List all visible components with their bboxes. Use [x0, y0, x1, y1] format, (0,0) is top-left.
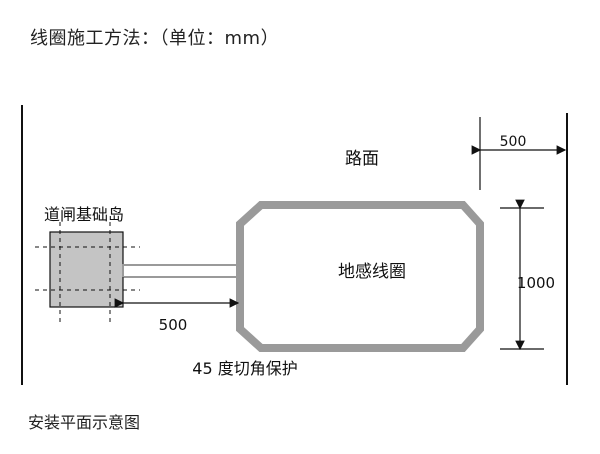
diagram-caption: 安装平面示意图: [28, 413, 141, 432]
island-distance-label: 500: [159, 316, 188, 334]
top-offset-label: 500: [500, 134, 527, 150]
coil-outline: [236, 201, 484, 352]
chamfer-note: 45 度切角保护: [192, 359, 297, 378]
gate-island-label: 道闸基础岛: [44, 205, 124, 224]
coil-label: 地感线圈: [338, 262, 406, 282]
coil-height-label: 1000: [517, 274, 555, 292]
coil-lead-channel: [122, 264, 241, 278]
gate-island: [49, 231, 124, 308]
diagram-title: 线圈施工方法：（单位：mm）: [30, 28, 280, 49]
road-label: 路面: [345, 149, 379, 169]
